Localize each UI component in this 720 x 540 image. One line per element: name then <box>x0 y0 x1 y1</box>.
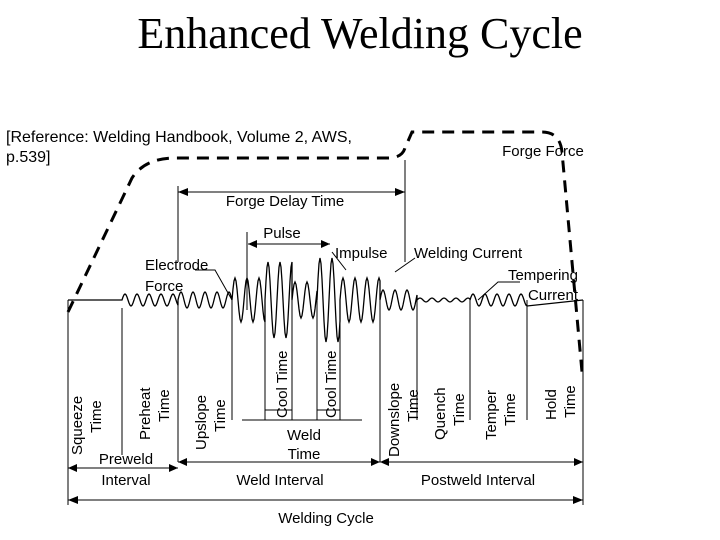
hold-time-label-1: Hold <box>543 389 560 420</box>
preheat-time-label-2: Time <box>156 389 173 422</box>
welding-cycle-label: Welding Cycle <box>278 510 374 527</box>
welding-current-leader <box>394 257 416 273</box>
temper-time-label-1: Temper <box>483 390 500 440</box>
cool-time-label-1: Cool Time <box>274 350 291 418</box>
forge-force-label: Forge Force <box>502 143 584 160</box>
upslope-time-label-1: Upslope <box>193 395 210 450</box>
diagram-labels: Forge Force Forge Delay Time Pulse Impul… <box>99 143 584 527</box>
tempering-current-label-1: Tempering <box>508 267 578 284</box>
downslope-time-label-1: Downslope <box>386 383 403 457</box>
tempering-current-leader <box>477 281 520 301</box>
upslope-time-label-2: Time <box>212 399 229 432</box>
welding-current-waveform <box>68 257 584 343</box>
preweld-interval-label-2: Interval <box>101 472 150 489</box>
leader-lines <box>195 251 520 301</box>
hold-time-label-2: Time <box>562 385 579 418</box>
preweld-interval-label-1: Preweld <box>99 451 153 468</box>
interval-boundaries <box>67 160 584 505</box>
temper-time-label-2: Time <box>502 393 519 426</box>
weld-time-label-1: Weld <box>287 427 321 444</box>
time-labels: Squeeze Time Preheat Time Upslope Time C… <box>69 350 579 457</box>
pulse-label: Pulse <box>263 225 301 242</box>
impulse-label: Impulse <box>335 245 388 262</box>
weld-interval-label: Weld Interval <box>236 472 323 489</box>
page-title: Enhanced Welding Cycle <box>137 9 583 58</box>
downslope-time-label-2: Time <box>405 389 422 422</box>
preheat-time-label-1: Preheat <box>137 387 154 440</box>
weld-time-label-2: Time <box>288 446 321 463</box>
impulse-leader <box>331 251 347 271</box>
electrode-force-curve <box>66 130 584 373</box>
quench-time-label-2: Time <box>451 393 468 426</box>
tempering-current-label-2: Current <box>528 287 579 304</box>
electrode-force-label-1: Electrode <box>145 257 208 274</box>
quench-time-label-1: Quench <box>432 387 449 440</box>
reference-note: [Reference: Welding Handbook, Volume 2, … <box>6 129 352 166</box>
cool-time-label-2: Cool Time <box>323 350 340 418</box>
electrode-force-label-2: Force <box>145 278 183 295</box>
electrode-force-leader <box>195 269 233 301</box>
forge-delay-time-label: Forge Delay Time <box>226 193 344 210</box>
squeeze-time-label-2: Time <box>88 400 105 433</box>
welding-current-label: Welding Current <box>414 245 523 262</box>
dimension-arrows <box>68 188 583 504</box>
squeeze-time-label-1: Squeeze <box>69 396 86 455</box>
postweld-interval-label: Postweld Interval <box>421 472 535 489</box>
